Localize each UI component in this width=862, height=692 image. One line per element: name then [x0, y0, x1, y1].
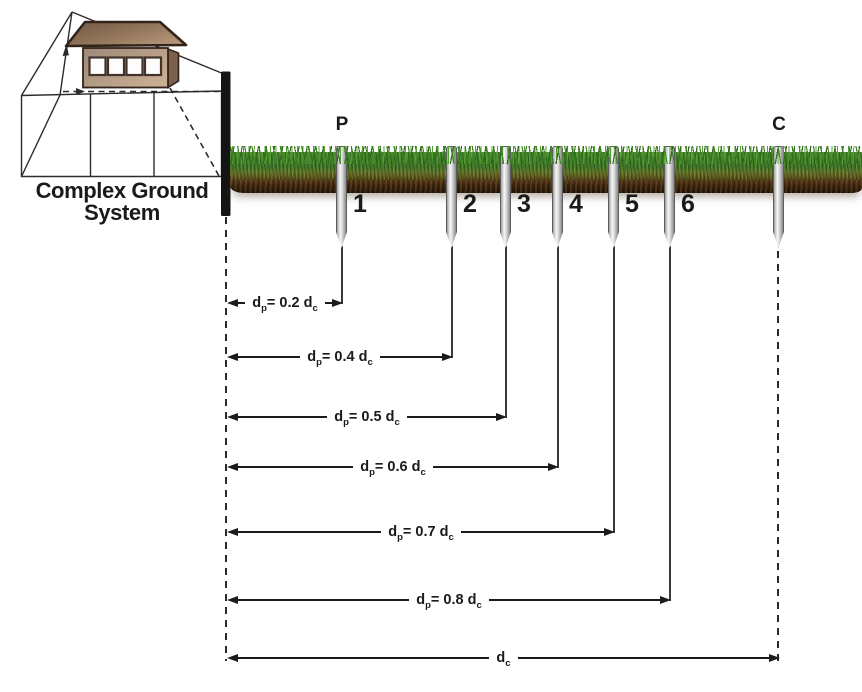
probe-number: 4 — [569, 190, 583, 218]
reference-dashed-line-right — [777, 251, 779, 661]
arrowhead-left — [227, 528, 238, 536]
arrowhead-right — [548, 463, 560, 471]
probe-number: 1 — [353, 190, 367, 218]
probe-drop-line — [557, 246, 559, 468]
dimension-label: dp= 0.2 dc — [252, 295, 318, 314]
grass-blades-layer — [230, 146, 862, 164]
grass-strip — [230, 146, 862, 202]
house-side-wall — [167, 47, 180, 89]
arrowhead-right — [604, 528, 616, 536]
house-roof — [64, 20, 188, 48]
dimension-label: dp= 0.4 dc — [307, 349, 373, 368]
arrowhead-right — [442, 353, 454, 361]
arrowhead-right — [660, 596, 672, 604]
house-window — [88, 56, 107, 77]
projection-arrowhead — [76, 88, 85, 95]
diagonal-arrowhead — [62, 44, 69, 56]
probe-3 — [500, 146, 511, 248]
probe-drop-line — [505, 246, 507, 418]
dimension-row-0.8dc: dp= 0.8 dc — [227, 591, 672, 611]
probe-label-p: P — [335, 114, 349, 135]
house-window — [106, 56, 126, 77]
arrowhead-left — [227, 353, 238, 361]
arrowhead-right — [496, 413, 508, 421]
probe-c — [773, 146, 784, 248]
arrowhead-left — [227, 654, 238, 662]
probe-p1 — [336, 146, 347, 248]
reference-dashed-line-left — [225, 217, 227, 661]
dimension-row-dc: dc — [227, 649, 780, 669]
dimension-row-0.2dc: dp= 0.2 dc — [227, 294, 344, 314]
probe-number: 6 — [681, 190, 695, 218]
dimension-label: dp= 0.5 dc — [334, 409, 400, 428]
probe-drop-line — [613, 246, 615, 533]
dimension-row-0.7dc: dp= 0.7 dc — [227, 523, 616, 543]
arrowhead-left — [227, 413, 238, 421]
probe-drop-line — [341, 246, 343, 304]
front-face-outline — [20, 90, 223, 178]
dimension-label: dc — [496, 650, 511, 669]
dimension-row-0.6dc: dp= 0.6 dc — [227, 458, 560, 478]
dimension-label: dp= 0.7 dc — [388, 524, 454, 543]
ground-system-illustration — [20, 11, 231, 216]
probe-number: 3 — [517, 190, 531, 218]
ground-bar — [221, 71, 231, 216]
arrowhead-left — [227, 596, 238, 604]
dimension-row-0.5dc: dp= 0.5 dc — [227, 408, 508, 428]
arrowhead-left — [227, 463, 238, 471]
probe-5 — [608, 146, 619, 248]
probe-4 — [552, 146, 563, 248]
dimension-label: dp= 0.6 dc — [360, 459, 426, 478]
probe-2 — [446, 146, 457, 248]
ground-system-label: Complex Ground System — [22, 180, 222, 224]
arrowhead-right — [769, 654, 780, 662]
probe-number: 2 — [463, 190, 477, 218]
ground-system-label-line2: System — [84, 200, 160, 225]
dimension-label: dp= 0.8 dc — [416, 592, 482, 611]
arrowhead-right — [332, 299, 344, 307]
projection-dashed-line — [169, 87, 220, 177]
perspective-left-edge — [20, 11, 73, 96]
probe-drop-line — [451, 246, 453, 358]
probe-drop-line — [669, 246, 671, 601]
arrowhead-left — [227, 299, 238, 307]
house-window — [125, 56, 144, 77]
probe-6 — [664, 146, 675, 248]
probe-label-c: C — [772, 114, 786, 135]
ground-system-label-line1: Complex Ground — [35, 178, 209, 203]
house-window — [143, 56, 163, 77]
dimension-row-0.4dc: dp= 0.4 dc — [227, 348, 454, 368]
soil-layer — [230, 180, 862, 193]
probe-number: 5 — [625, 190, 639, 218]
